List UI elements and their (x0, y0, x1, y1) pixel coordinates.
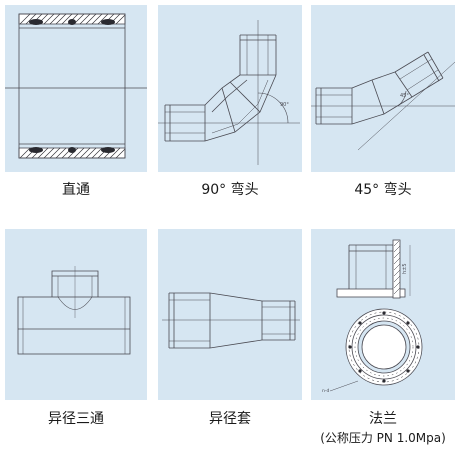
elbow45-angle-label: 45° (400, 93, 409, 99)
straight-coupling-drawing (5, 13, 147, 159)
flange-bolt-label: n-d (322, 388, 329, 394)
caption-elbow-90: 90° 弯头 (201, 182, 259, 198)
elbow90-angle-label: 90° (280, 102, 289, 108)
caption-reducer: 异径套 (209, 411, 251, 427)
caption-straight: 直通 (62, 182, 90, 198)
panel-reducer (158, 229, 302, 400)
caption-reducing-tee: 异径三通 (48, 411, 104, 427)
panel-elbow45 (311, 5, 455, 172)
panel-elbow90 (158, 5, 302, 172)
panel-tee (5, 229, 147, 400)
flange-height-label: h±5 (402, 263, 408, 274)
caption-flange-note: (公称压力 PN 1.0Mpa) (320, 431, 446, 445)
elbow-45-drawing (311, 51, 456, 151)
reducing-tee-drawing (17, 266, 131, 355)
reducer-drawing (162, 292, 300, 349)
caption-elbow-45: 45° 弯头 (354, 182, 412, 198)
caption-flange: 法兰 (369, 411, 397, 427)
elbow-90-drawing (158, 20, 300, 165)
flange-drawing (329, 239, 423, 392)
